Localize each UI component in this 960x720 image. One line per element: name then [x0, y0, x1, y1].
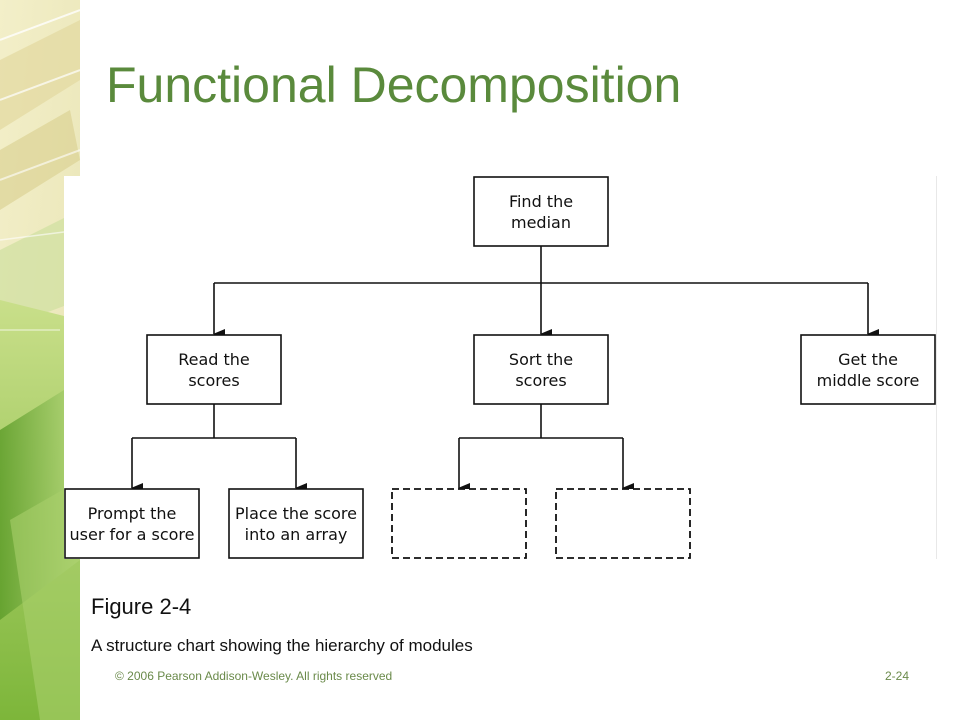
- module-find-median-label-line-2: median: [511, 213, 571, 232]
- module-read-scores-label-line-2: scores: [188, 371, 239, 390]
- module-place-score-label-line-1: Place the score: [235, 504, 357, 523]
- module-place-score-border: [228, 488, 364, 559]
- module-get-middle-score-label-line-2: middle score: [817, 371, 920, 390]
- module-prompt-user-label-line-2: user for a score: [70, 525, 195, 544]
- module-read-scores-border: [146, 334, 282, 405]
- module-sort-scores-label-line-2: scores: [515, 371, 566, 390]
- decorative-side-graphic: [0, 0, 80, 720]
- footer-copyright: © 2006 Pearson Addison-Wesley. All right…: [115, 669, 393, 683]
- module-prompt-user-border: [64, 488, 200, 559]
- module-prompt-user: Prompt the user for a score: [64, 488, 200, 559]
- slide-title: Functional Decomposition: [106, 57, 682, 113]
- connector-lines: [131, 246, 879, 493]
- module-prompt-user-label-line-1: Prompt the: [88, 504, 177, 523]
- module-unnamed-2: [555, 488, 691, 559]
- module-place-score-label-line-2: into an array: [245, 525, 348, 544]
- module-get-middle-score-label-line-1: Get the: [838, 350, 898, 369]
- module-get-middle-score-border: [800, 334, 936, 405]
- module-sort-scores-label-line-1: Sort the: [509, 350, 573, 369]
- module-find-median: Find the median: [473, 176, 609, 247]
- module-find-median-border: [473, 176, 609, 247]
- module-read-scores: Read the scores: [146, 334, 282, 405]
- module-read-scores-label-line-1: Read the: [178, 350, 250, 369]
- page-number: 2-24: [885, 669, 910, 683]
- module-unnamed-1: [391, 488, 527, 559]
- module-sort-scores: Sort the scores: [473, 334, 609, 405]
- module-get-middle-score: Get the middle score: [800, 334, 936, 405]
- module-unnamed-2-border: [555, 488, 691, 559]
- module-place-score: Place the score into an array: [228, 488, 364, 559]
- figure-caption: A structure chart showing the hierarchy …: [91, 636, 473, 655]
- module-sort-scores-border: [473, 334, 609, 405]
- figure-label: Figure 2-4: [91, 594, 192, 619]
- module-unnamed-1-border: [391, 488, 527, 559]
- module-find-median-label-line-1: Find the: [509, 192, 573, 211]
